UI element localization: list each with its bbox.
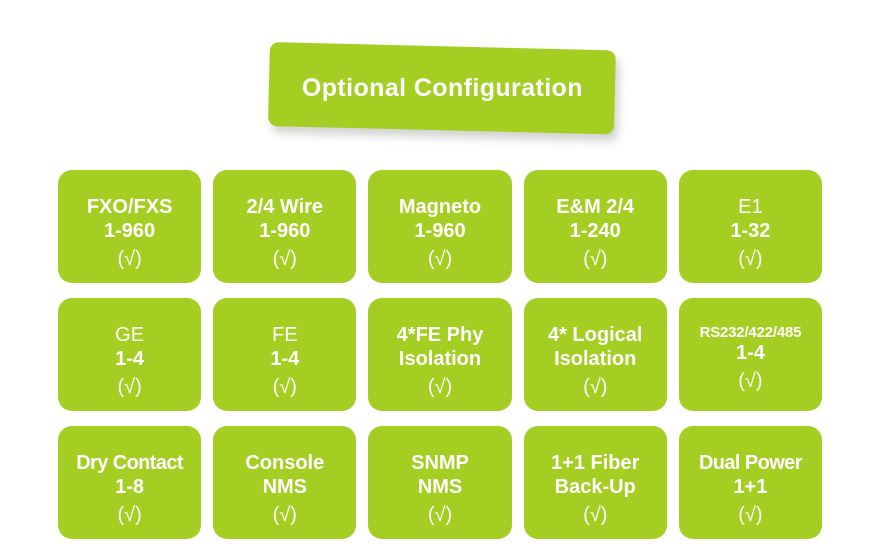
checkmark-icon: (√) [272,248,297,271]
checkmark-icon: (√) [583,504,608,527]
tile-label-primary: Dry Contact [76,452,183,474]
checkmark-icon: (√) [117,504,142,527]
checkmark-icon: (√) [583,376,608,399]
tile-label-primary: 4* Logical [547,324,643,346]
banner-container: Optional Configuration [267,42,616,135]
checkmark-icon: (√) [272,376,297,399]
checkmark-icon: (√) [738,370,763,393]
checkmark-icon: (√) [427,504,453,527]
checkmark-icon: (√) [117,248,142,271]
tile-label-secondary: 1-960 [414,219,466,242]
tile-label-primary: 2/4 Wire [246,196,324,218]
tile-label-secondary: NMS [417,475,463,498]
tile-label-primary: Console [245,452,325,474]
tile-label-secondary: Isolation [554,347,637,370]
tile-label-secondary: 1-4 [270,347,300,370]
tile-label-secondary: 1-4 [735,341,765,364]
checkmark-icon: (√) [427,376,453,399]
checkmark-icon: (√) [738,248,763,271]
tile-label-secondary: Back-Up [554,475,636,498]
tile-label-secondary: 1-960 [104,219,156,242]
tile-label-primary: 4*FE Phy [396,324,484,346]
tile-label-primary: E&M 2/4 [556,196,635,218]
tile-label-primary: GE [115,324,145,346]
tile-label-primary: FXO/FXS [86,196,173,218]
tile-label-secondary: 1-240 [569,219,621,242]
tile-label-secondary: 1+1 [733,475,768,498]
banner-title: Optional Configuration [301,73,583,102]
tile-label-primary: RS232/422/485 [699,324,802,341]
checkmark-icon: (√) [272,504,297,527]
tile-label-primary: E1 [738,196,763,218]
checkmark-icon: (√) [427,248,453,271]
tile-label-secondary: 1-4 [115,347,145,370]
tile-label-primary: FE [272,324,298,346]
tile-label-primary: Magneto [398,196,482,218]
checkmark-icon: (√) [738,504,763,527]
tile-label-primary: SNMP [411,452,469,474]
tile-label-secondary: 1-8 [115,475,145,498]
tile-label-secondary: 1-960 [259,219,311,242]
checkmark-icon: (√) [583,248,608,271]
checkmark-icon: (√) [117,376,142,399]
tile-label-primary: Dual Power [698,452,803,474]
optional-configuration-banner: Optional Configuration [267,42,616,135]
tile-label-secondary: 1-32 [730,219,771,242]
tile-label-secondary: Isolation [398,347,482,370]
tile-label-primary: 1+1 Fiber [551,452,640,474]
tile-label-secondary: NMS [262,475,308,498]
